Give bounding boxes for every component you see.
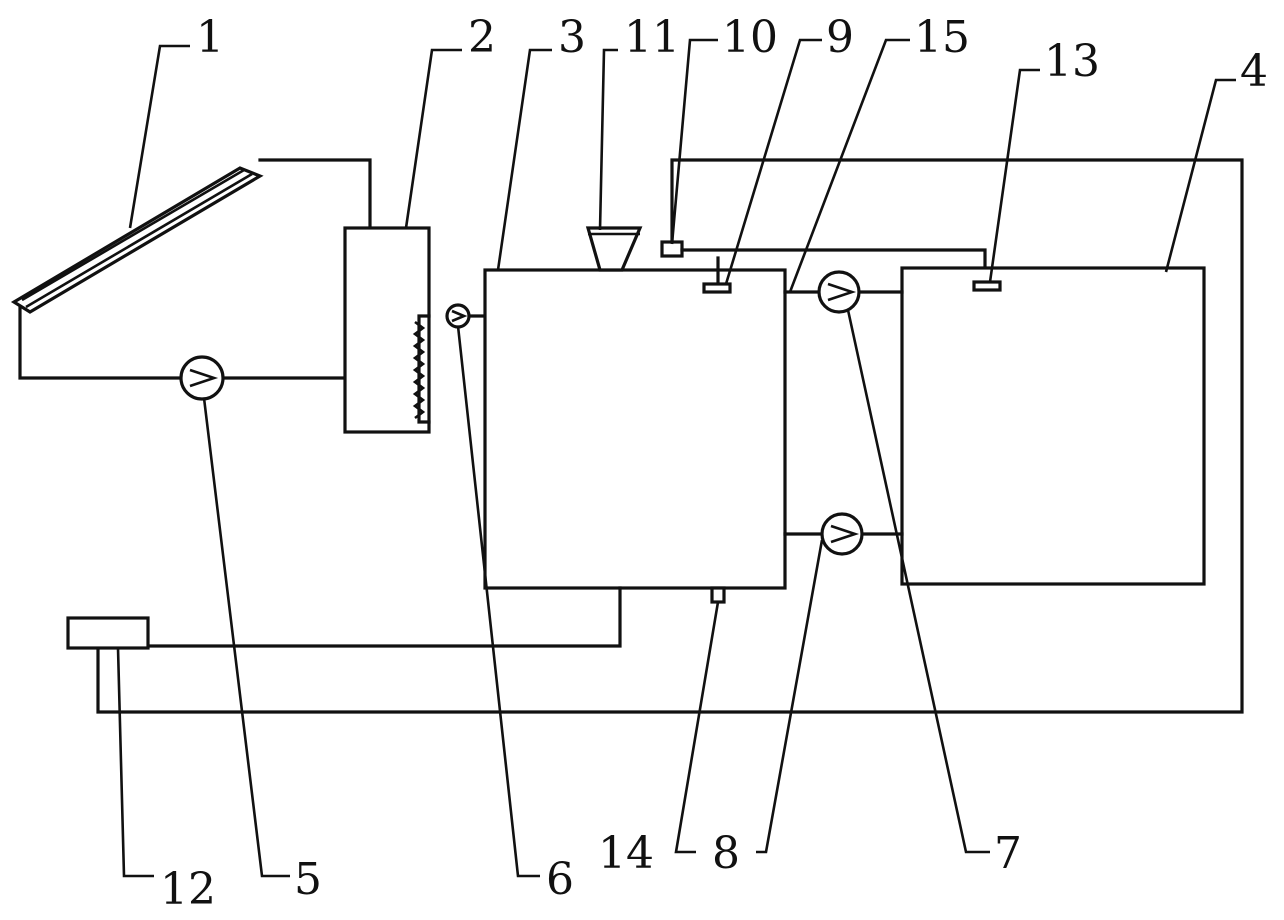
label-6: 6 — [546, 854, 574, 905]
controller — [66, 616, 150, 650]
sensor-10 — [660, 240, 684, 258]
outer-control-line — [96, 158, 1244, 714]
label-4: 4 — [1240, 46, 1268, 97]
feed-hopper — [585, 226, 643, 272]
secondary-tank — [900, 266, 1206, 586]
label-12: 12 — [160, 864, 216, 915]
label-7: 7 — [994, 828, 1022, 879]
main-tank — [483, 268, 787, 590]
label-9: 9 — [826, 12, 854, 63]
sensor-13 — [972, 280, 1002, 292]
label-3: 3 — [558, 12, 586, 63]
pump-6 — [445, 303, 471, 329]
heat-exchanger — [343, 226, 431, 434]
pump-5 — [179, 355, 225, 401]
sensor-9 — [702, 282, 732, 294]
label-1: 1 — [196, 12, 224, 63]
pump-7 — [817, 270, 861, 314]
collector-outlet-pipe — [258, 158, 372, 230]
label-10: 10 — [722, 12, 778, 63]
leader-lines — [116, 38, 1236, 878]
label-15: 15 — [914, 12, 970, 63]
label-14: 14 — [598, 828, 654, 879]
pump-8 — [820, 512, 864, 556]
label-5: 5 — [294, 854, 322, 905]
controller-pipe — [146, 586, 622, 648]
label-8: 8 — [712, 828, 740, 879]
label-13: 13 — [1044, 36, 1100, 87]
collector-return-pipe — [18, 306, 182, 380]
sensor-14 — [710, 586, 726, 604]
label-11: 11 — [624, 12, 680, 63]
solar-collector — [10, 166, 264, 314]
label-2: 2 — [468, 12, 496, 63]
